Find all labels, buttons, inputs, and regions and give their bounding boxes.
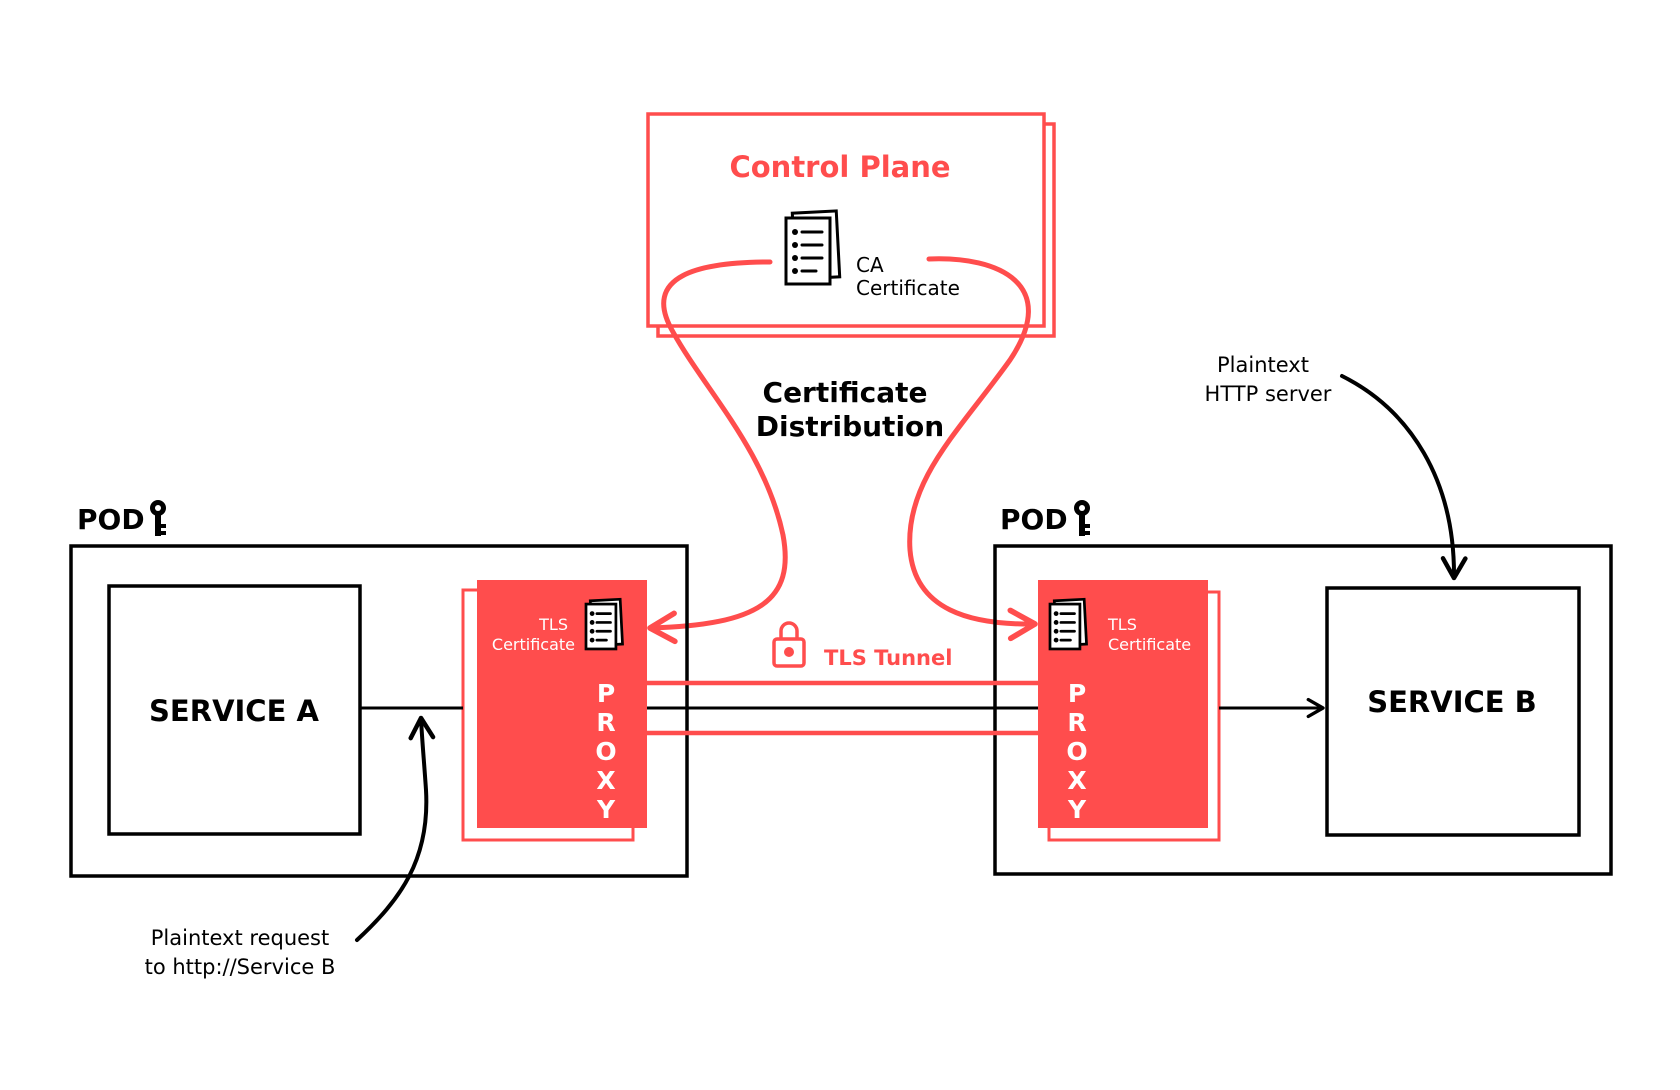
plaintext-server-line1: Plaintext [1217, 353, 1309, 377]
plaintext-request-arrow [355, 715, 436, 942]
proxy-a-tls-line1: TLS [538, 615, 568, 634]
proxy-a-letter-p: P [597, 679, 615, 708]
plaintext-request-line2: to http://Service B [145, 955, 336, 979]
distribution-label-line1: Certificate [763, 376, 928, 409]
padlock-icon [772, 621, 806, 668]
plaintext-server-arrow [1340, 374, 1468, 581]
service-b-label: SERVICE B [1367, 685, 1537, 719]
key-icon [1074, 500, 1090, 536]
certificate-distribution: Certificate Distribution [647, 256, 1038, 645]
proxy-b-letter-p: P [1068, 679, 1086, 708]
control-plane-title: Control Plane [729, 150, 950, 184]
pod-a: POD SERVICE A TLS Certificate P R O X Y [69, 500, 689, 878]
pod-b-box [993, 544, 1613, 876]
proxy-a-tls-line2: Certificate [492, 635, 575, 654]
pod-b-label: POD [1000, 503, 1068, 536]
annotation-plaintext-request: Plaintext request to http://Service B [145, 715, 436, 979]
distribution-arrow-left [647, 259, 788, 645]
connections [360, 680, 1325, 736]
ca-certificate-line2: Certificate [856, 276, 960, 300]
ca-certificate-line1: CA [856, 253, 884, 277]
proxy-b-letter-o: O [1066, 737, 1087, 766]
proxy-a-letter-o: O [595, 737, 616, 766]
proxy-b-letter-y: Y [1067, 795, 1087, 824]
pod-a-box [69, 544, 689, 878]
proxy-a-letter-x: X [596, 766, 615, 795]
pod-b: POD SERVICE B TLS Certificate P R O X Y [993, 500, 1613, 876]
key-icon [150, 500, 166, 536]
certificate-document-icon [584, 597, 624, 651]
service-b-box [1325, 586, 1581, 837]
annotation-plaintext-server: Plaintext HTTP server [1205, 353, 1468, 581]
plaintext-request-line1: Plaintext request [151, 926, 329, 950]
proxy-a-letter-y: Y [596, 795, 616, 824]
service-a-box [107, 584, 362, 836]
proxy-b-tls-line1: TLS [1107, 615, 1137, 634]
tls-tunnel-label: TLS Tunnel [824, 646, 952, 670]
distribution-label-line2: Distribution [756, 410, 944, 443]
control-plane: Control Plane CA Certificate [646, 112, 1056, 338]
control-plane-box [646, 112, 1046, 328]
proxy-b-letter-r: R [1067, 708, 1086, 737]
service-a-label: SERVICE A [149, 694, 319, 728]
proxy-b-tls-line2: Certificate [1108, 635, 1191, 654]
pod-a-label: POD [77, 503, 145, 536]
distribution-arrow-right [907, 256, 1038, 642]
proxy-a-letter-r: R [596, 708, 615, 737]
plaintext-server-line2: HTTP server [1205, 382, 1332, 406]
tls-tunnel-label-group: TLS Tunnel [772, 621, 952, 670]
proxy-b-letter-x: X [1067, 766, 1086, 795]
certificate-document-icon [784, 209, 842, 286]
certificate-document-icon [1048, 597, 1088, 651]
